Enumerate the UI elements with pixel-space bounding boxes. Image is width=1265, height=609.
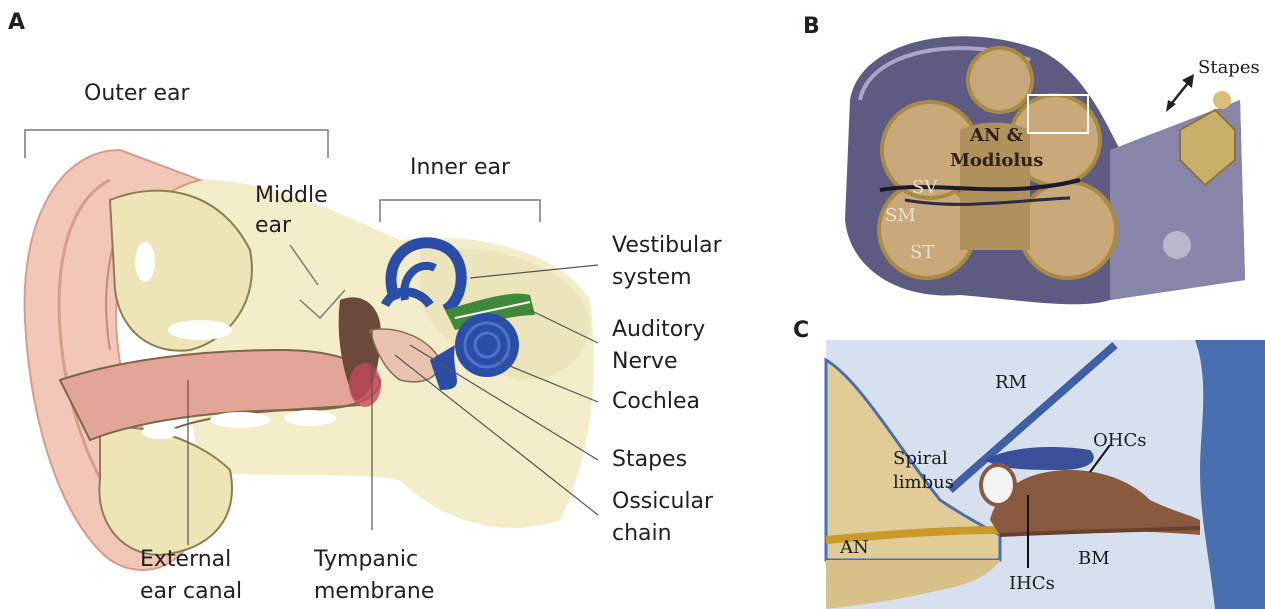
label-middle-ear-line2: ear xyxy=(255,210,291,242)
label-auditory-line1: Auditory xyxy=(612,314,705,346)
label-outer-ear: Outer ear xyxy=(84,78,190,110)
reissner-membrane xyxy=(950,345,1115,490)
basilar-membrane xyxy=(1000,528,1200,535)
panel-c-letter: C xyxy=(793,318,809,343)
label-external-line1: External xyxy=(140,544,231,576)
label-vestibular-line2: system xyxy=(612,262,692,294)
label-an-line2: Modiolus xyxy=(950,150,1043,172)
label-an-line1: AN & xyxy=(970,125,1023,147)
label-spiral-line2: limbus xyxy=(893,472,954,494)
label-rm: RM xyxy=(995,372,1027,394)
label-sm: SM xyxy=(885,205,916,227)
label-middle-ear-line1: Middle xyxy=(255,180,328,212)
label-bm: BM xyxy=(1078,548,1110,570)
label-an-c: AN xyxy=(840,537,869,559)
an-fiber xyxy=(826,505,1085,540)
label-tympanic-line1: Tympanic xyxy=(314,544,418,576)
label-ihcs: IHCs xyxy=(1009,573,1055,595)
inner-ear-bracket xyxy=(380,200,540,222)
label-sv: SV xyxy=(912,177,937,199)
panel-a-letter: A xyxy=(8,10,25,35)
label-cochlea: Cochlea xyxy=(612,386,700,418)
label-external-line2: ear canal xyxy=(140,576,242,608)
label-stapes-b: Stapes xyxy=(1198,57,1260,79)
label-spiral-line1: Spiral xyxy=(893,448,948,470)
panel-b-letter: B xyxy=(803,14,820,39)
stapes-shape xyxy=(1180,110,1235,185)
label-inner-ear: Inner ear xyxy=(410,152,510,184)
label-stapes-a: Stapes xyxy=(612,444,687,476)
label-ohcs: OHCs xyxy=(1093,430,1146,452)
label-ossicular-line1: Ossicular xyxy=(612,486,713,518)
label-vestibular-line1: Vestibular xyxy=(612,230,722,262)
label-st: ST xyxy=(910,242,934,264)
label-ossicular-line2: chain xyxy=(612,518,672,550)
outer-ear-bracket xyxy=(25,130,328,158)
label-auditory-line2: Nerve xyxy=(612,346,678,378)
label-tympanic-line2: membrane xyxy=(314,576,434,608)
